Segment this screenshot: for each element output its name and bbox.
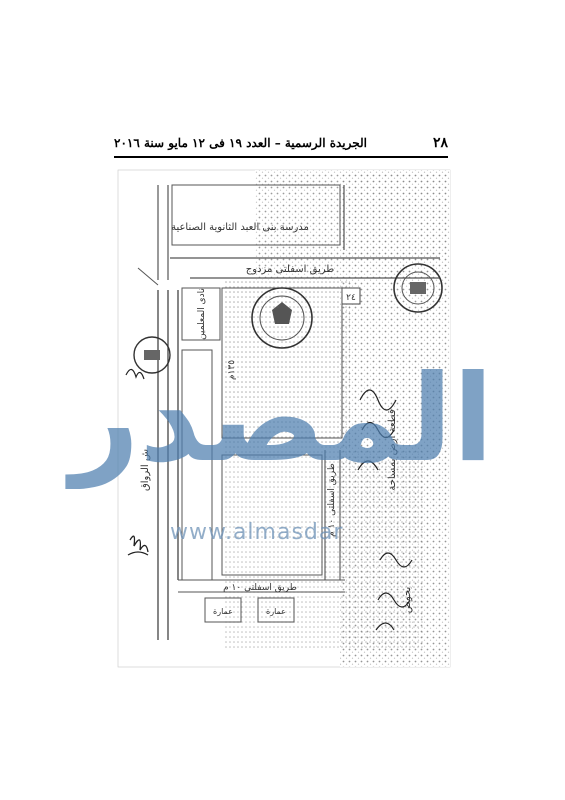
corner-seal-stamp (393, 263, 443, 313)
road-line (137, 267, 159, 286)
handwriting-scribble (357, 389, 397, 471)
building-label: عمارة (213, 607, 233, 616)
page-number: ٢٨ (432, 135, 448, 151)
note-text: بحوض (402, 587, 413, 614)
road-left-label: ش الرواق (140, 449, 151, 491)
parcel-box-number: ٢٤ (346, 293, 356, 303)
dimension-label: ١٣٥م (227, 360, 237, 380)
road-bottom-label: طريق اسفلتى ١٠ م (223, 583, 297, 593)
watermark-brand: المصدر (65, 350, 493, 489)
left-seal-stamp (133, 336, 171, 374)
note-text: قطعة أرض بمساحة (385, 409, 398, 491)
road-top-label: طريق اسفلتى مزدوج (246, 264, 334, 275)
building-label: عمارة (266, 607, 286, 616)
handwriting-scribble (375, 552, 413, 631)
school-block (171, 184, 341, 246)
building-block (257, 597, 295, 623)
road-mid-label: طريق اسفلتى ١٠ م (327, 463, 337, 537)
land-block (221, 454, 323, 576)
official-seal-stamp (251, 287, 313, 349)
club-block (181, 287, 221, 341)
building-block (204, 597, 242, 623)
running-title: الجريدة الرسمية – العدد ١٩ فى ١٢ مايو سن… (114, 136, 367, 150)
watermark-url: www.almasdar (170, 520, 344, 545)
header-rule (114, 156, 448, 158)
club-label: نادى المعلمين (197, 288, 207, 340)
page-header: ٢٨ الجريدة الرسمية – العدد ١٩ فى ١٢ مايو… (114, 132, 448, 154)
signature-mark (127, 535, 149, 556)
school-label: مدرسة بنى العبد الثانوية الصناعية (171, 222, 309, 233)
signature-mark (125, 368, 145, 380)
